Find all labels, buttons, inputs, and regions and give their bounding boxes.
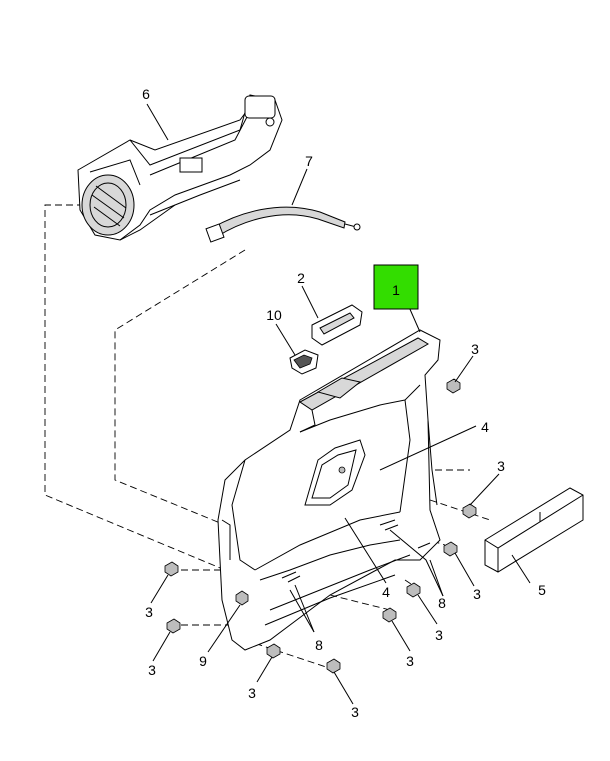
- callout-8-right: 8: [438, 595, 446, 611]
- callout-4-upper: 4: [481, 419, 489, 435]
- part-6-speaker-housing: [77, 94, 283, 241]
- part-10-switch: [289, 349, 319, 375]
- callout-3-lower-right: 3: [473, 586, 481, 602]
- callout-3-bottom-left: 3: [248, 685, 256, 701]
- part-8-clips: [281, 519, 431, 583]
- callout-3-bottom: 3: [351, 704, 359, 720]
- callout-6: 6: [142, 86, 150, 102]
- callout-2: 2: [297, 270, 305, 286]
- callout-7: 7: [305, 153, 313, 169]
- callout-3-mid-right: 3: [435, 627, 443, 643]
- callout-1: 1: [392, 282, 400, 298]
- callout-3-left: 3: [145, 604, 153, 620]
- callout-9: 9: [199, 653, 207, 669]
- callout-10: 10: [266, 307, 282, 323]
- part-5-foam-block: [484, 487, 584, 573]
- callout-3-right: 3: [497, 458, 505, 474]
- callout-3-left-lower: 3: [148, 662, 156, 678]
- part-9-fastener: [235, 590, 249, 606]
- callout-5: 5: [538, 582, 546, 598]
- part-2-handle-bezel: [311, 304, 363, 346]
- callout-4-lower: 4: [382, 584, 390, 600]
- part-3-nuts: [164, 378, 477, 674]
- callout-8-bottom: 8: [315, 637, 323, 653]
- callout-3-mid: 3: [406, 653, 414, 669]
- callout-labels: 1 2 10 6 7 3 4 3 5 3 8 4 3 3 8 3 3 9 3 3: [142, 86, 546, 720]
- callout-3-top-right: 3: [471, 341, 479, 357]
- part-7-wire-harness: [205, 206, 361, 243]
- callout-1-highlight-box: [373, 264, 419, 310]
- part-1-door-trim-panel: [217, 329, 441, 651]
- leader-lines: [146, 103, 531, 705]
